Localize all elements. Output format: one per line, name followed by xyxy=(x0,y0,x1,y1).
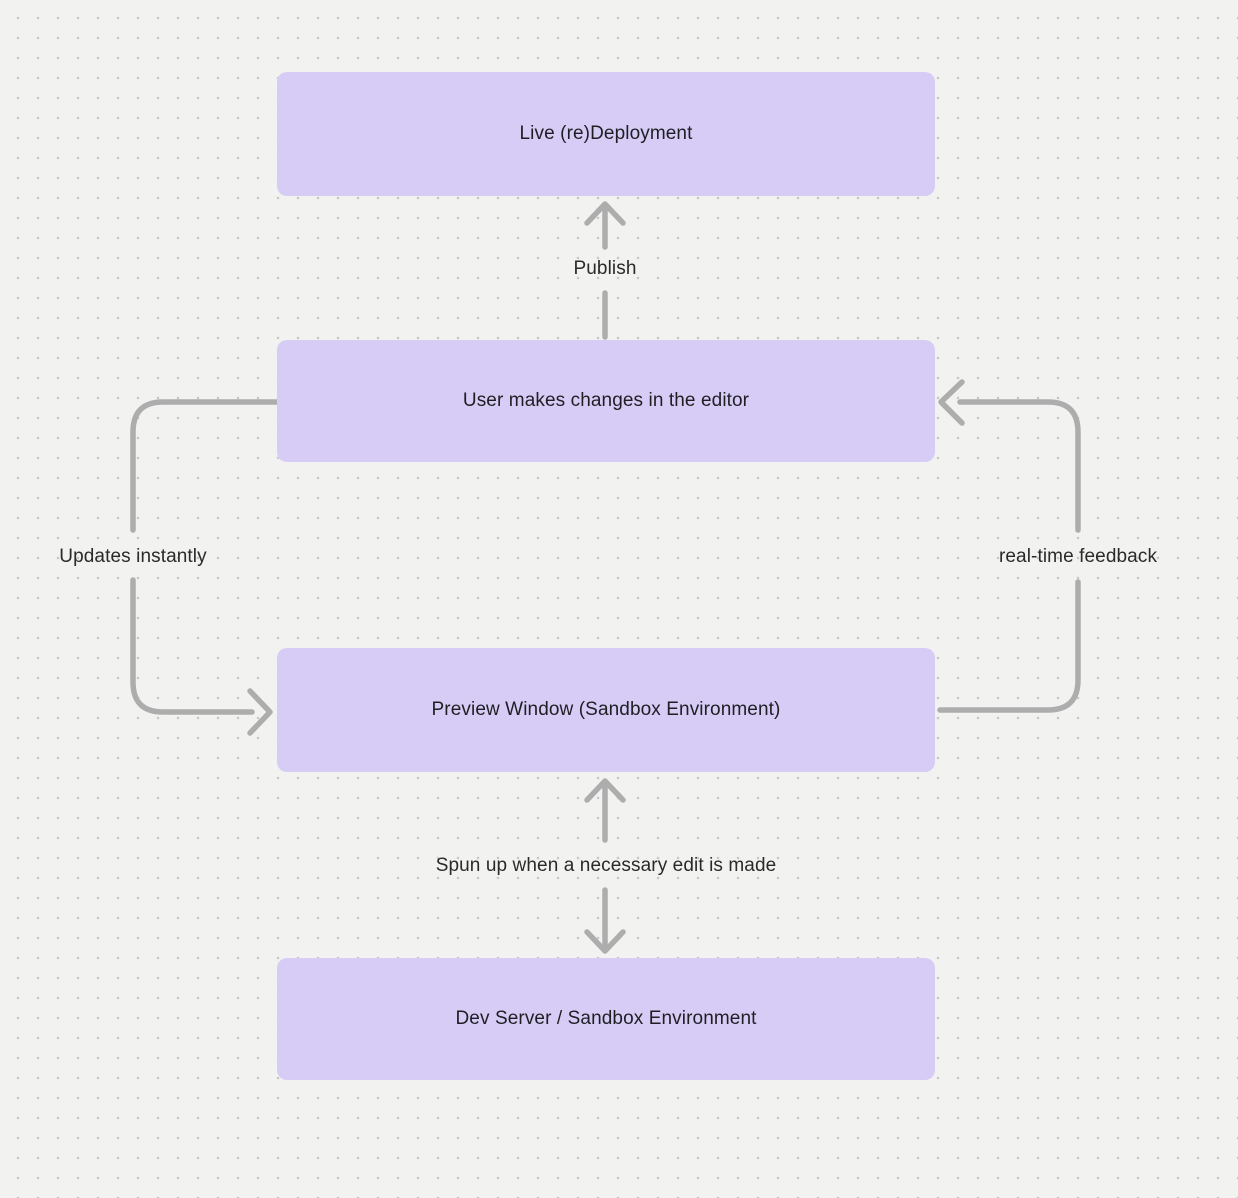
node-live-redeployment: Live (re)Deployment xyxy=(277,72,935,196)
node-label: Dev Server / Sandbox Environment xyxy=(455,1008,757,1029)
edge-label-spun-up: Spun up when a necessary edit is made xyxy=(435,855,777,876)
edge-label-real-time-feedback: real-time feedback xyxy=(998,546,1158,567)
edge-label-publish: Publish xyxy=(573,258,637,279)
real-time-feedback-arrow xyxy=(937,379,1081,713)
node-label: Live (re)Deployment xyxy=(519,123,693,144)
node-label: Preview Window (Sandbox Environment) xyxy=(431,699,781,720)
node-preview-window: Preview Window (Sandbox Environment) xyxy=(277,648,935,772)
node-dev-server: Dev Server / Sandbox Environment xyxy=(277,958,935,1080)
edge-label-updates-instantly: Updates instantly xyxy=(59,546,207,567)
node-label: User makes changes in the editor xyxy=(462,390,750,411)
node-user-changes: User makes changes in the editor xyxy=(277,340,935,462)
publish-arrow xyxy=(584,201,626,340)
spun-up-arrow-down xyxy=(584,887,626,954)
updates-instantly-arrow xyxy=(130,399,280,736)
spun-up-arrow-up xyxy=(584,778,626,843)
